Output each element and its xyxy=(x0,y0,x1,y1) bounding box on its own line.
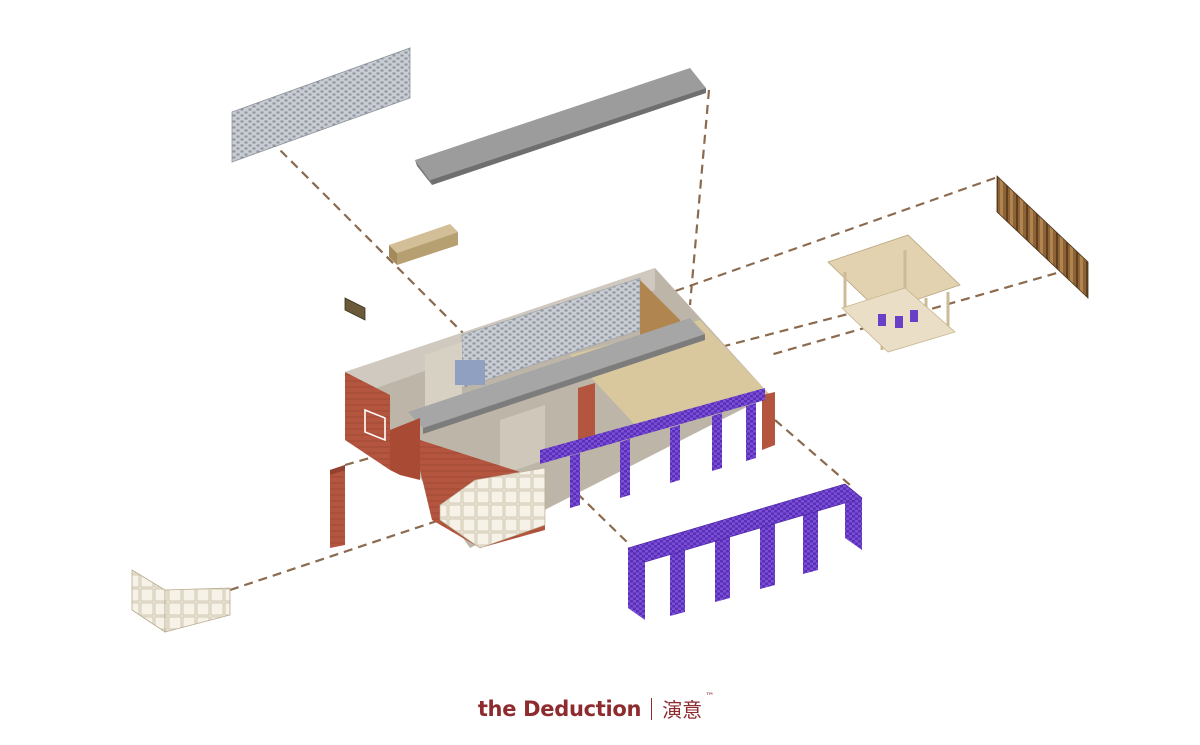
wooden-bench xyxy=(389,224,458,265)
brand-logo: the Deduction 演意 ™ xyxy=(0,692,1200,734)
logo-divider xyxy=(651,697,653,720)
guide-line xyxy=(769,263,1086,357)
purple-screen xyxy=(627,483,863,620)
wood-panel xyxy=(996,175,1089,299)
perforated-wall-panel xyxy=(231,47,411,163)
guide-line xyxy=(229,518,441,592)
guide-line xyxy=(269,139,471,341)
guide-line xyxy=(774,419,851,486)
brick-column xyxy=(330,465,345,548)
logo-name: the Deduction xyxy=(477,696,642,721)
glass-block-panel xyxy=(131,569,231,633)
main-building xyxy=(345,268,775,549)
logo-chinese-name: 演意 xyxy=(662,698,703,722)
small-frame xyxy=(344,297,366,321)
concrete-slab xyxy=(415,68,706,185)
trademark-symbol: ™ xyxy=(705,692,715,702)
pavilion xyxy=(827,234,961,353)
guide-line xyxy=(688,89,711,306)
guide-line xyxy=(649,176,996,302)
